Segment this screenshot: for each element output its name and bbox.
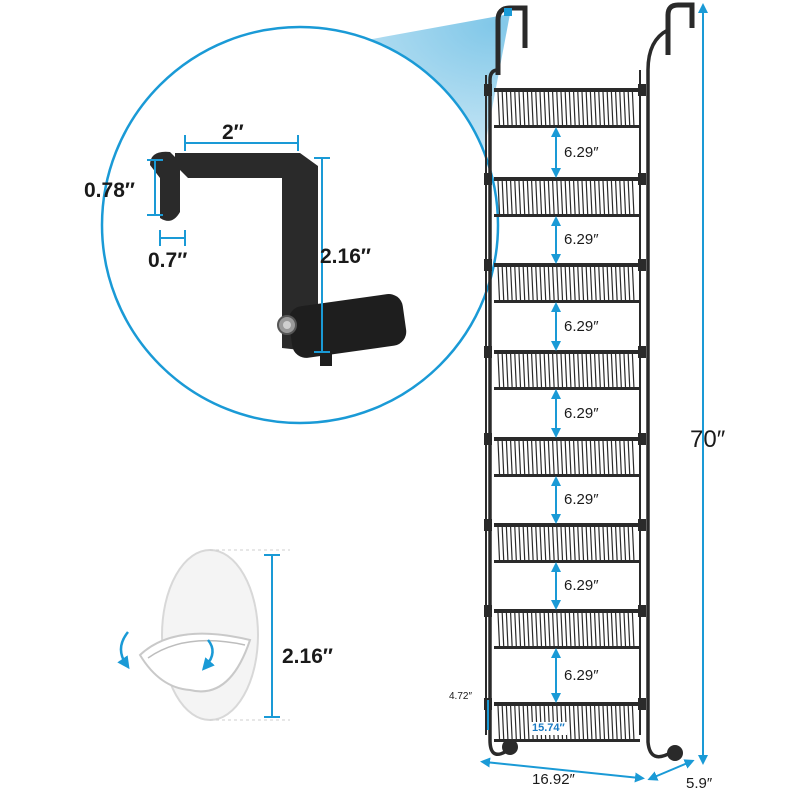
basket-7-left-bracket xyxy=(484,605,492,617)
basket-6-base xyxy=(494,560,640,563)
basket-1-right-bracket xyxy=(638,84,646,96)
basket-3-right-bracket xyxy=(638,259,646,271)
basket-4-base xyxy=(494,387,640,390)
rack-depth-label: 5.9″ xyxy=(686,775,713,792)
basket-2-rim xyxy=(494,177,640,181)
basket-4-right-bracket xyxy=(638,346,646,358)
hook-drop-label: 2.16″ xyxy=(320,245,371,268)
basket-6-wires xyxy=(497,526,635,561)
rack-left-rail xyxy=(488,20,506,756)
basket-3-rim xyxy=(494,263,640,267)
spacing-label-7: 6.29″ xyxy=(564,667,599,684)
basket-3-wires xyxy=(497,266,635,301)
basket-4-wires xyxy=(497,353,635,388)
basket-1-base xyxy=(494,125,640,128)
hook-dimension-lines xyxy=(147,135,330,353)
basket-8-rim xyxy=(494,702,640,706)
basket-7-rim xyxy=(494,609,640,613)
basket-2-right-bracket xyxy=(638,173,646,185)
rack-width-label: 16.92″ xyxy=(532,771,575,788)
spacing-label-6: 6.29″ xyxy=(564,577,599,594)
basket-5-wires xyxy=(497,440,635,475)
spacing-label-5: 6.29″ xyxy=(564,491,599,508)
basket-8-right-bracket xyxy=(638,698,646,710)
basket-2-base xyxy=(494,214,640,217)
rack-right-hook xyxy=(665,2,695,55)
adhesive-hook-height-label: 2.16″ xyxy=(282,645,333,668)
basket-width-label: 15.74″ xyxy=(530,722,567,735)
spacing-label-3: 6.29″ xyxy=(564,318,599,335)
basket-8-base xyxy=(494,739,640,742)
basket-7-base xyxy=(494,646,640,649)
basket-5-left-bracket xyxy=(484,433,492,445)
basket-5-rim xyxy=(494,437,640,441)
basket-1-rim xyxy=(494,88,640,92)
basket-6-right-bracket xyxy=(638,519,646,531)
basket-3-base xyxy=(494,300,640,303)
hook-lip-depth-label: 0.7″ xyxy=(148,249,188,272)
door-hook-illustration xyxy=(150,151,407,366)
basket-5-base xyxy=(494,474,640,477)
spacing-label-2: 6.29″ xyxy=(564,231,599,248)
rack-total-height-label: 70″ xyxy=(690,426,726,453)
basket-4-left-bracket xyxy=(484,346,492,358)
basket-6-rim xyxy=(494,523,640,527)
door-rack-illustration xyxy=(484,2,695,761)
basket-5-right-bracket xyxy=(638,433,646,445)
basket-4-rim xyxy=(494,350,640,354)
basket-1-wires xyxy=(497,91,635,126)
hook-highlight xyxy=(504,8,512,16)
spacing-label-1: 6.29″ xyxy=(564,144,599,161)
spacing-label-4: 6.29″ xyxy=(564,405,599,422)
basket-7-right-bracket xyxy=(638,605,646,617)
rack-right-foot xyxy=(667,745,683,761)
rack-right-rail xyxy=(646,28,673,759)
basket-1-left-bracket xyxy=(484,84,492,96)
hook-width-label: 2″ xyxy=(222,121,244,144)
basket-2-left-bracket xyxy=(484,173,492,185)
basket-7-wires xyxy=(497,612,635,647)
basket-3-left-bracket xyxy=(484,259,492,271)
rack-left-foot xyxy=(502,739,518,755)
basket-2-wires xyxy=(497,180,635,215)
adhesive-hook-illustration xyxy=(117,549,290,721)
hook-lip-height-label: 0.78″ xyxy=(84,179,135,202)
basket-6-left-bracket xyxy=(484,519,492,531)
basket-height-label: 4.72″ xyxy=(449,691,473,702)
rack-dimension-lines xyxy=(480,2,708,783)
